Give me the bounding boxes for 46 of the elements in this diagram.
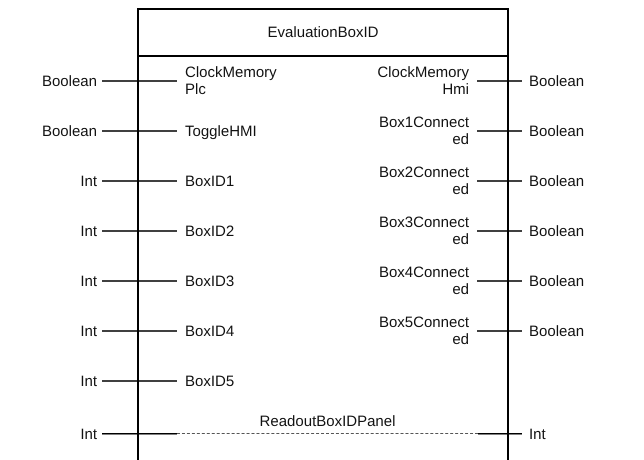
connection-line xyxy=(477,230,522,232)
connection-line xyxy=(102,80,177,82)
data-type-label: Int xyxy=(10,424,102,444)
input-pin-label: BoxID2 xyxy=(177,213,307,249)
data-type-label: Int xyxy=(10,271,102,291)
input-pin-label: BoxID4 xyxy=(177,313,307,349)
input-pin-label: ToggleHMI xyxy=(177,113,307,149)
input-pin-label: BoxID5 xyxy=(177,363,307,399)
function-block xyxy=(137,8,509,460)
input-pin-label: ClockMemoryPlc xyxy=(177,63,307,99)
data-type-label: Int xyxy=(10,321,102,341)
connection-line xyxy=(478,433,522,434)
data-type-label: Int xyxy=(10,171,102,191)
connection-line xyxy=(102,380,177,382)
block-title: EvaluationBoxID xyxy=(268,24,378,41)
connection-line xyxy=(102,180,177,182)
output-pin-label: Box1Connected xyxy=(365,113,477,149)
connection-line xyxy=(477,280,522,282)
connection-line xyxy=(102,130,177,132)
output-pin-label: Box4Connected xyxy=(365,263,477,299)
connection-line xyxy=(477,130,522,132)
input-pin-label: BoxID3 xyxy=(177,263,307,299)
data-type-label: Int xyxy=(522,424,632,444)
data-type-label: Boolean xyxy=(522,321,632,341)
output-pin-label: ClockMemoryHmi xyxy=(365,63,477,99)
connection-line xyxy=(477,330,522,332)
data-type-label: Boolean xyxy=(522,271,632,291)
inout-pin-label: ReadoutBoxIDPanel xyxy=(177,405,478,434)
connection-line xyxy=(102,330,177,332)
output-pin-label: Box2Connected xyxy=(365,163,477,199)
output-pin-label: Box5Connected xyxy=(365,313,477,349)
data-type-label: Boolean xyxy=(10,71,102,91)
connection-line xyxy=(102,230,177,232)
data-type-label: Boolean xyxy=(522,171,632,191)
input-pin-label: BoxID1 xyxy=(177,163,307,199)
data-type-label: Int xyxy=(10,371,102,391)
output-pin-label: Box3Connected xyxy=(365,213,477,249)
data-type-label: Boolean xyxy=(522,71,632,91)
connection-line xyxy=(477,80,522,82)
connection-line xyxy=(477,180,522,182)
data-type-label: Boolean xyxy=(10,121,102,141)
data-type-label: Boolean xyxy=(522,221,632,241)
connection-line xyxy=(102,280,177,282)
connection-line xyxy=(102,433,177,434)
data-type-label: Boolean xyxy=(522,121,632,141)
data-type-label: Int xyxy=(10,221,102,241)
